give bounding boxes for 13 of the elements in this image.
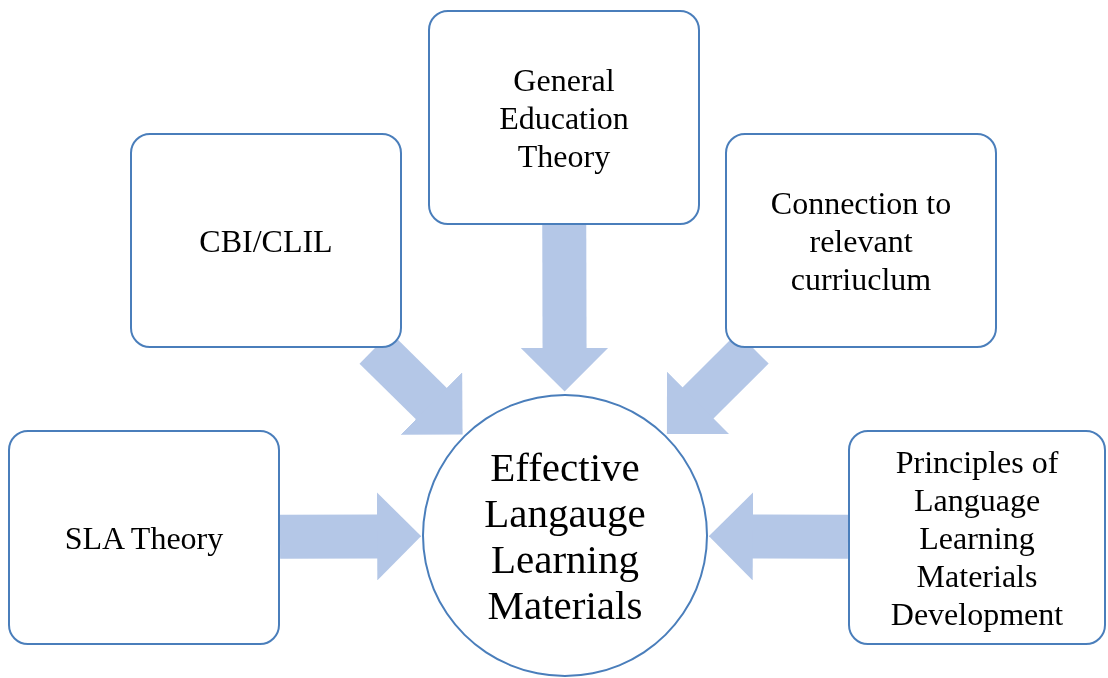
node-label: Principles of Language Learning Materials Development xyxy=(889,442,1065,633)
node-label: General Education Theory xyxy=(498,60,630,175)
block-arrow xyxy=(279,492,422,581)
node-label: Effective Langauge Learning Materials xyxy=(483,443,647,628)
node-label: CBI/CLIL xyxy=(199,221,333,260)
node-label: SLA Theory xyxy=(64,518,224,557)
topic-box xyxy=(8,430,280,645)
topic-box xyxy=(130,133,402,348)
topic-box xyxy=(428,10,700,225)
topic-box xyxy=(725,133,997,348)
node-label: Connection to relevant curriuclum xyxy=(769,183,953,298)
topic-box xyxy=(848,430,1106,645)
block-arrow xyxy=(520,225,609,392)
